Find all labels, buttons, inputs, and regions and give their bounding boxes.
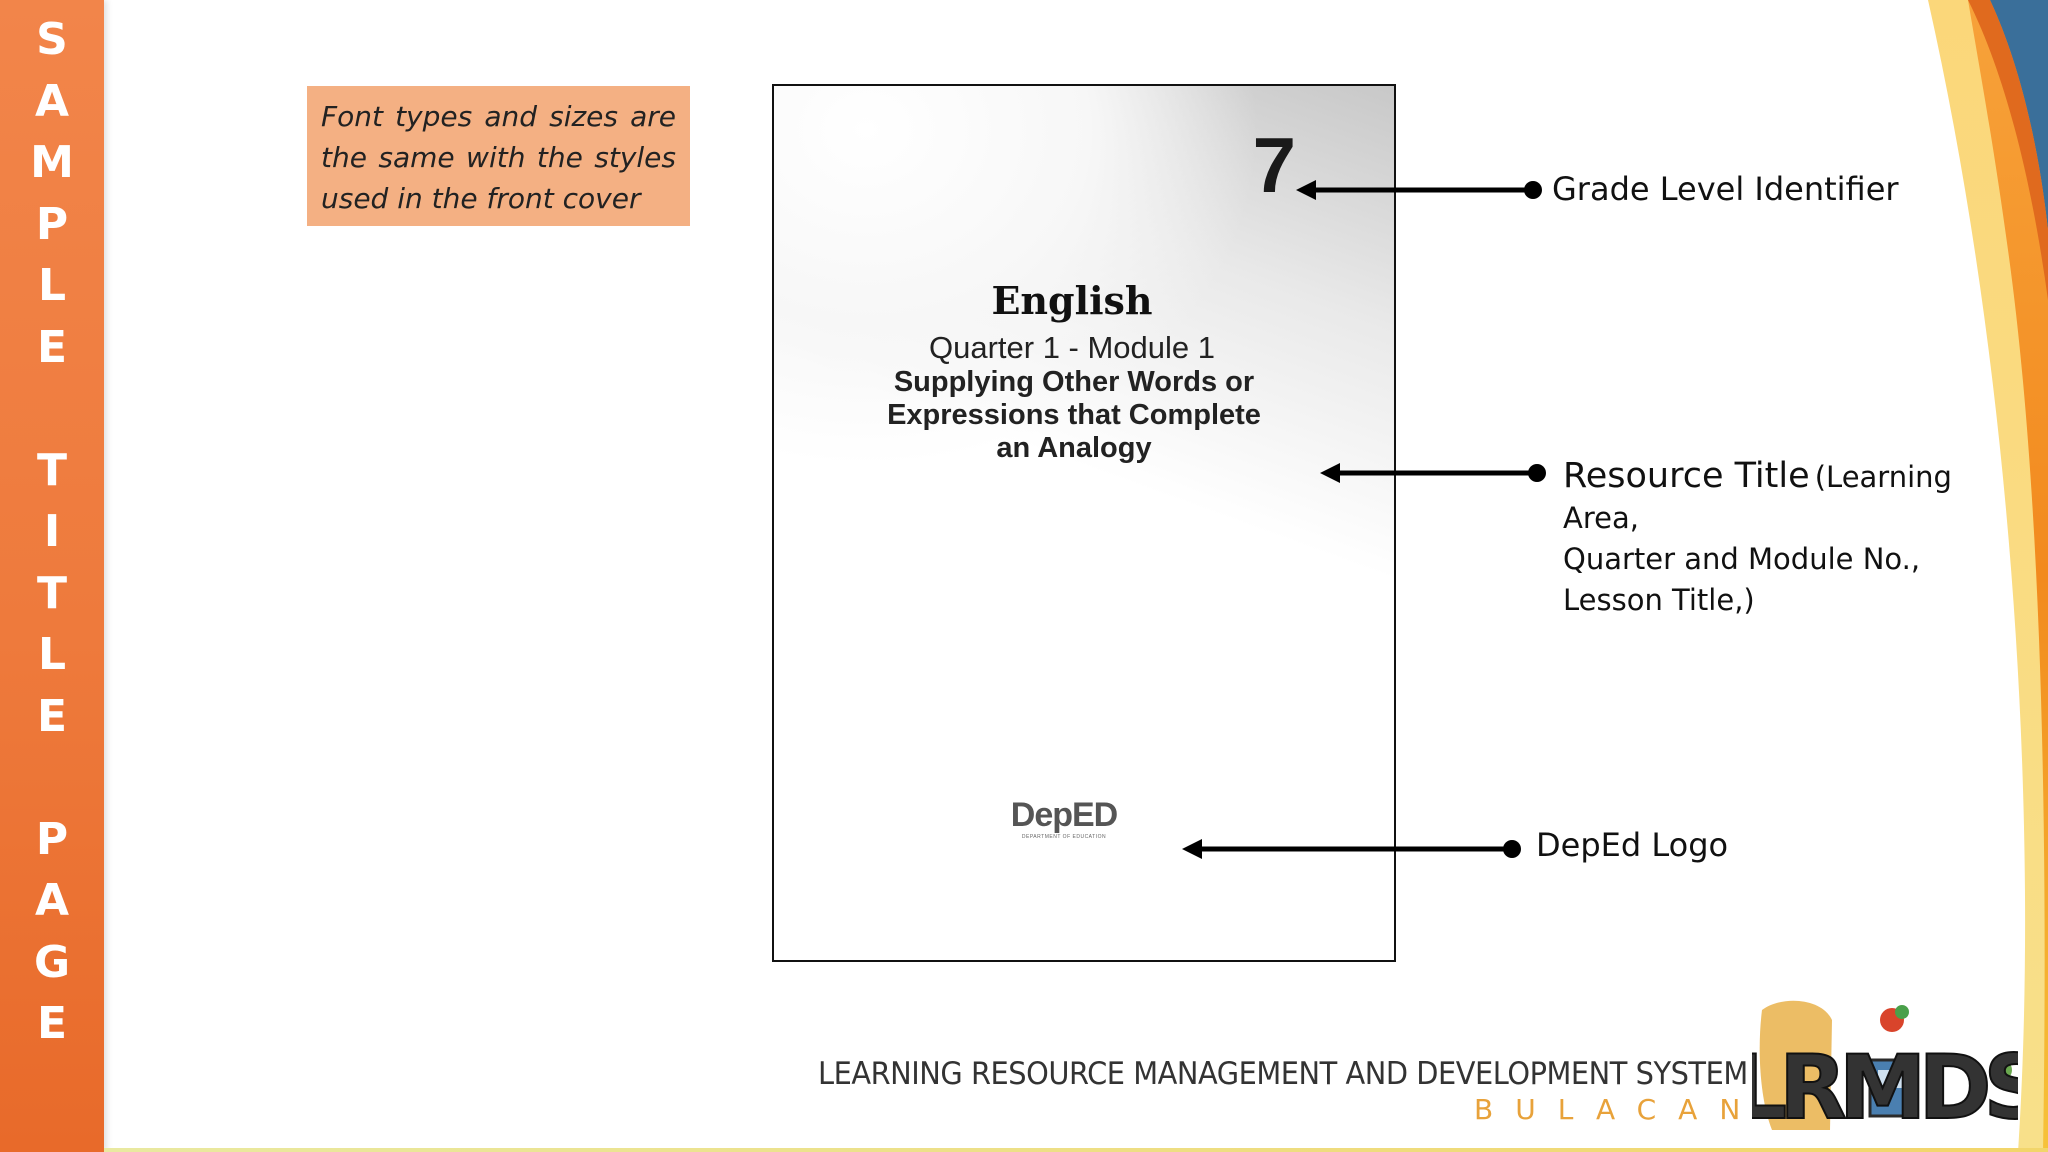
- font-note-text: Font types and sizes are the same with t…: [321, 100, 676, 215]
- footer-title: LEARNING RESOURCE MANAGEMENT AND DEVELOP…: [818, 1056, 1748, 1092]
- corner-swoosh-decoration: [1928, 0, 2048, 1152]
- sidebar-letter: L: [37, 629, 67, 680]
- lesson-line: Supplying Other Words or: [893, 366, 1255, 398]
- resource-title-detail: (Learning: [1814, 460, 1952, 494]
- sidebar-letter: M: [30, 137, 74, 188]
- deped-logo-label: DepEd Logo: [1536, 826, 1729, 864]
- sidebar-letter: L: [37, 260, 67, 311]
- sidebar-letter: A: [34, 875, 70, 926]
- deped-logo-subtext: DEPARTMENT OF EDUCATION: [1021, 834, 1107, 840]
- cover-lesson-title: Supplying Other Words or Expressions tha…: [864, 366, 1284, 465]
- sidebar-letter: E: [36, 322, 68, 373]
- module-cover-page: 7 English Quarter 1 - Module 1 Supplying…: [772, 84, 1396, 962]
- cover-subject: English: [991, 278, 1153, 323]
- sidebar-letter: G: [33, 937, 71, 988]
- lesson-line: Expressions that Complete: [887, 399, 1261, 431]
- grade-level-label: Grade Level Identifier: [1552, 170, 1899, 208]
- deped-logo-word: DepED: [1010, 796, 1118, 834]
- sidebar-banner: S A M P L E T I T L E P A G E: [0, 0, 104, 1152]
- cover-quarter: Quarter 1 - Module 1: [928, 330, 1216, 365]
- resource-title-label: Resource Title (Learning Area, Quarter a…: [1563, 454, 1983, 621]
- sidebar-letter: P: [35, 814, 69, 865]
- lrmds-logo: LRMDS: [1752, 1000, 2018, 1140]
- sidebar-letter: I: [43, 506, 61, 557]
- sidebar-letter: T: [36, 568, 67, 619]
- resource-title-heading: Resource Title: [1563, 456, 1810, 496]
- resource-title-detail: Lesson Title,): [1563, 583, 1755, 617]
- resource-title-detail: Quarter and Module No.,: [1563, 542, 1921, 576]
- sidebar-letter: P: [35, 199, 69, 250]
- sidebar-letter: S: [36, 14, 68, 65]
- lrmds-logo-text: LRMDS: [1752, 1036, 2018, 1139]
- sidebar-letter: A: [34, 76, 70, 127]
- bottom-strip: [104, 1148, 2048, 1152]
- sidebar-letter: E: [36, 998, 68, 1049]
- grade-number: 7: [1252, 121, 1296, 209]
- deped-logo: DepED DEPARTMENT OF EDUCATION: [1004, 798, 1124, 840]
- sidebar-letter: T: [36, 445, 67, 496]
- lesson-line: an Analogy: [996, 432, 1152, 464]
- resource-title-detail: Area,: [1563, 501, 1639, 535]
- sidebar-letter: E: [36, 691, 68, 742]
- font-note-callout: Font types and sizes are the same with t…: [307, 86, 690, 226]
- footer-subtitle: BULACAN: [1474, 1093, 1763, 1126]
